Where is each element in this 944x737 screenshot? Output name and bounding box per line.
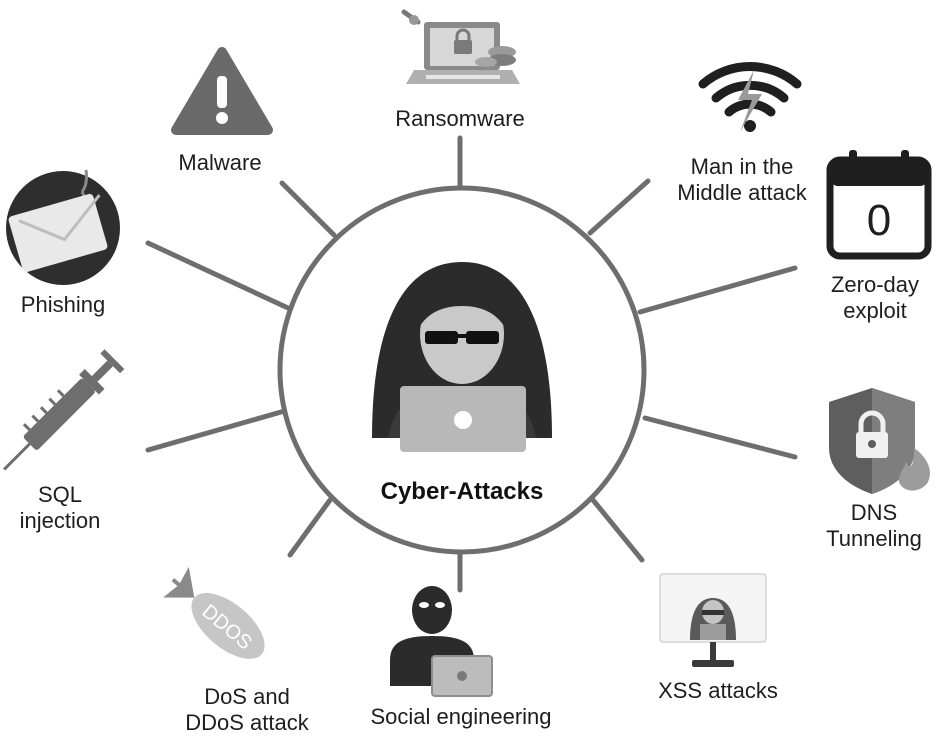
- xss-monitor-icon: [659, 573, 767, 667]
- ransomware-laptop-icon: [401, 9, 520, 84]
- spoke-mitm: [587, 178, 651, 236]
- label-phishing: Phishing: [20, 292, 106, 317]
- spoke-dns: [642, 415, 798, 460]
- label-dns-line1: DNS: [850, 500, 898, 525]
- hacker-icon: [372, 262, 552, 452]
- spoke-malware: [279, 180, 337, 238]
- label-ransomware: Ransomware: [395, 106, 525, 131]
- label-zero-day: Zero-day exploit: [810, 272, 940, 324]
- label-dns-line2: Tunneling: [826, 526, 922, 551]
- shield-lock-icon: [829, 388, 931, 494]
- spoke-xss: [590, 497, 645, 563]
- label-zero-day-line1: Zero-day: [830, 272, 920, 297]
- calendar-icon: [826, 150, 932, 260]
- label-malware: Malware: [178, 150, 262, 175]
- label-social: Social engineering: [370, 704, 552, 729]
- label-xss: XSS attacks: [658, 678, 778, 703]
- spoke-zero-day: [637, 265, 798, 315]
- label-sql: SQL injection: [0, 482, 120, 534]
- wifi-attack-icon: [698, 62, 802, 132]
- label-dos-line1: DoS and: [204, 684, 290, 709]
- spokes: [145, 135, 798, 593]
- syringe-icon: [3, 349, 125, 471]
- spoke-phishing: [145, 240, 291, 311]
- label-dos: DoS and DDoS attack: [166, 684, 328, 736]
- ddos-bomb-icon: DDOS: [163, 566, 265, 659]
- label-dns: DNS Tunneling: [806, 500, 942, 552]
- warning-icon: [171, 47, 273, 135]
- phishing-envelope-icon: [6, 169, 120, 285]
- label-dos-line2: DDoS attack: [185, 710, 309, 735]
- label-mitm-line1: Man in the: [690, 154, 794, 179]
- spoke-dos: [287, 497, 333, 558]
- label-sql-line1: SQL: [37, 482, 83, 507]
- label-sql-line2: injection: [19, 508, 101, 533]
- masked-person-icon: [390, 586, 493, 697]
- label-mitm: Man in the Middle attack: [650, 154, 834, 206]
- calendar-digit: 0: [866, 196, 892, 245]
- spoke-sql: [145, 407, 291, 453]
- label-mitm-line2: Middle attack: [677, 180, 807, 205]
- center-title: Cyber-Attacks: [380, 478, 544, 505]
- label-zero-day-line2: exploit: [843, 298, 907, 323]
